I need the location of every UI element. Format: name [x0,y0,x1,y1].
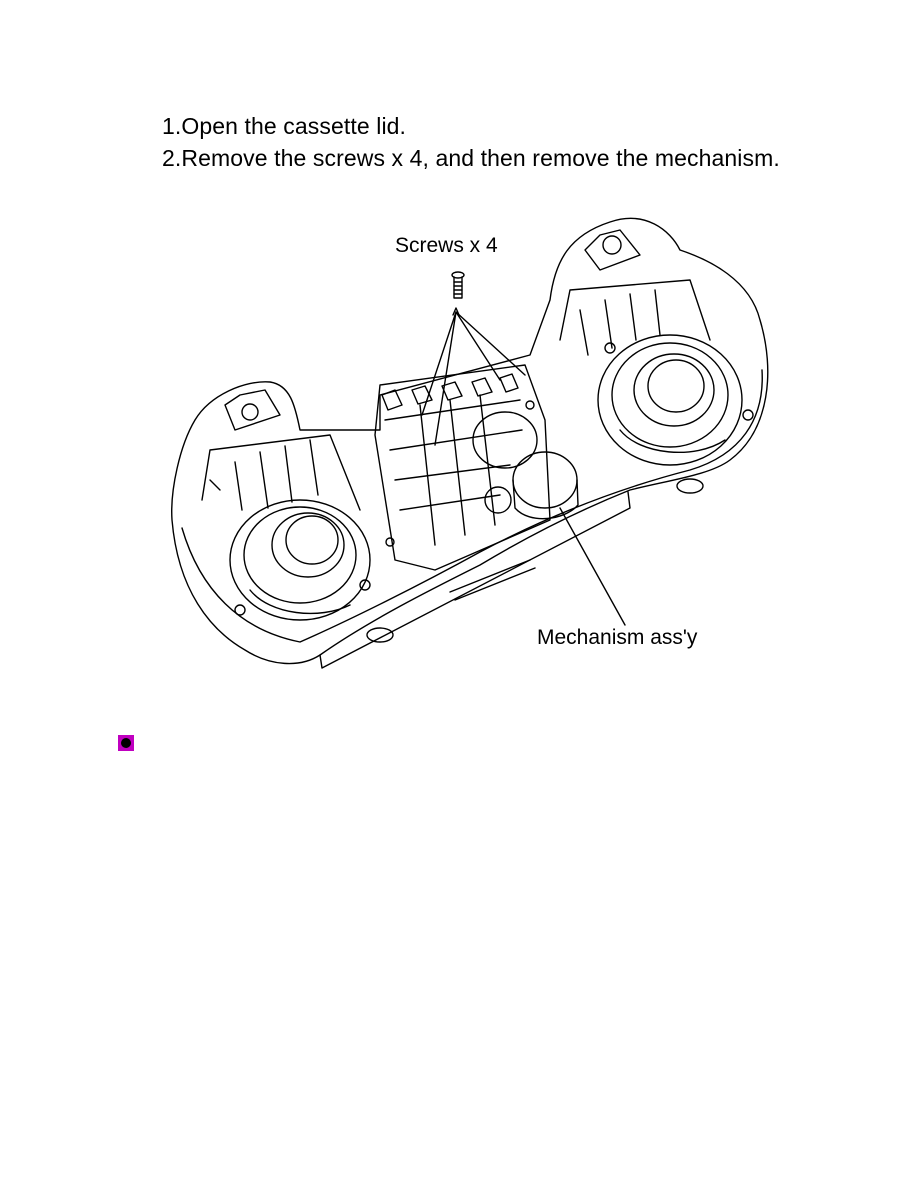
mechanism-block [374,364,579,571]
round-bullet-icon [118,735,134,751]
screw-icon [451,271,465,299]
housing-outline [171,217,769,665]
instruction-step-2: 2.Remove the screws x 4, and then remove… [162,145,780,171]
screw-pointer-lines [421,307,526,446]
mechanism-removal-diagram: Screws x 4 Mechanism ass'y [150,190,790,690]
instruction-step-1: 1.Open the cassette lid. [162,113,407,139]
left-speaker [229,499,371,621]
left-frame [201,389,361,511]
right-speaker [597,334,743,466]
mechanism-callout-label: Mechanism ass'y [537,626,698,649]
instruction-list: 1.Open the cassette lid. 2.Remove the sc… [162,110,780,174]
right-frame [559,229,711,356]
housing-details [234,342,754,643]
screws-callout-label: Screws x 4 [395,234,498,257]
mechanism-pointer-line [559,507,626,626]
bullet-dot [121,738,131,748]
cassette-deck-drawing [171,217,769,669]
